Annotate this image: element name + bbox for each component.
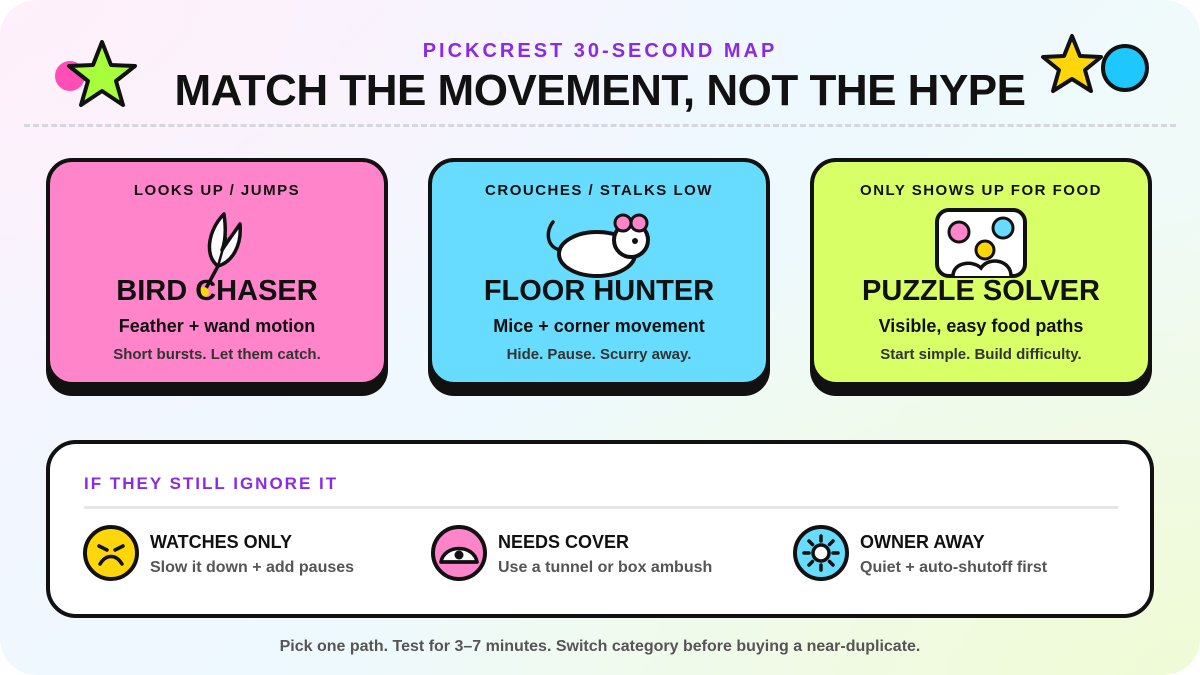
footer-note: Pick one path. Test for 3–7 minutes. Swi… bbox=[279, 638, 921, 655]
tunnel-eye-icon bbox=[431, 525, 487, 581]
card-subtitle: Visible, easy food paths bbox=[878, 316, 1084, 336]
card-note: Short bursts. Let them catch. bbox=[113, 346, 321, 363]
tip-text: Use a tunnel or box ambush bbox=[498, 559, 713, 576]
header-kicker: PICKCREST 30-SECOND MAP bbox=[422, 40, 778, 62]
card-note: Start simple. Build difficulty. bbox=[880, 346, 1082, 363]
tip-title: NEEDS COVER bbox=[498, 532, 630, 552]
card-kicker: LOOKS UP / JUMPS bbox=[133, 182, 301, 199]
tip-watches-only: WATCHES ONLY Slow it down + add pauses bbox=[82, 524, 412, 584]
card-title: PUZZLE SOLVER bbox=[862, 275, 1100, 307]
card-title: FLOOR HUNTER bbox=[483, 275, 715, 307]
card-kicker: ONLY SHOWS UP FOR FOOD bbox=[860, 182, 1102, 199]
card-kicker: CROUCHES / STALKS LOW bbox=[485, 182, 713, 199]
panel-kicker: IF THEY STILL IGNORE IT bbox=[84, 474, 339, 493]
tip-title: OWNER AWAY bbox=[860, 532, 985, 552]
card-subtitle: Feather + wand motion bbox=[118, 316, 316, 336]
tip-text: Quiet + auto-shutoff first bbox=[860, 559, 1048, 576]
card-bird-chaser: LOOKS UP / JUMPS BIRD CHASER Feather + w… bbox=[46, 158, 388, 386]
tip-owner-away: OWNER AWAY Quiet + auto-shutoff first bbox=[792, 524, 1112, 584]
card-note: Hide. Pause. Scurry away. bbox=[506, 346, 692, 363]
card-subtitle: Mice + corner movement bbox=[493, 316, 705, 336]
page-title: MATCH THE MOVEMENT, NOT THE HYPE bbox=[174, 66, 1026, 115]
feather-icon bbox=[199, 212, 242, 297]
card-floor-hunter: CROUCHES / STALKS LOW FLOOR HUNTER Mice … bbox=[428, 158, 770, 386]
lime-star-icon bbox=[67, 40, 137, 107]
yellow-star-icon bbox=[1041, 34, 1103, 93]
card-title: BIRD CHASER bbox=[116, 275, 318, 307]
tip-needs-cover: NEEDS COVER Use a tunnel or box ambush bbox=[430, 524, 770, 584]
tip-title: WATCHES ONLY bbox=[150, 532, 293, 552]
card-puzzle-solver: ONLY SHOWS UP FOR FOOD PUZZLE SOLVER Vis… bbox=[810, 158, 1152, 386]
frown-face-icon bbox=[83, 525, 139, 581]
tip-text: Slow it down + add pauses bbox=[150, 559, 355, 576]
panel-divider bbox=[84, 506, 1118, 509]
mouse-icon bbox=[546, 213, 650, 278]
header-divider bbox=[24, 124, 1176, 127]
troubleshoot-panel: IF THEY STILL IGNORE IT WATCHES ONLY Slo… bbox=[46, 440, 1154, 618]
cyan-circle-icon bbox=[1101, 44, 1149, 92]
puzzle-feeder-icon bbox=[935, 208, 1027, 278]
sun-gear-icon bbox=[793, 525, 849, 581]
